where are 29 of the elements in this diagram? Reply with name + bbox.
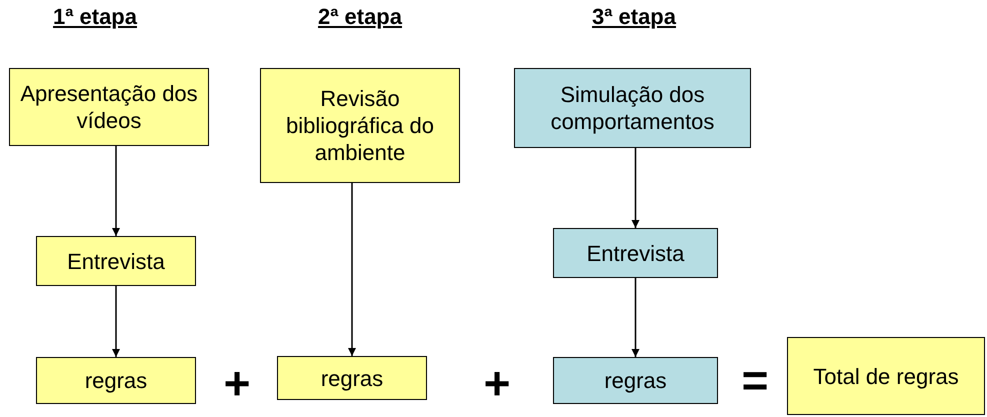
process-box [277,356,427,400]
operator-sign: + [484,358,510,408]
stage-heading: 1ª etapa [53,4,137,30]
box-text: Entrevista [67,248,165,274]
box-text: Revisão bibliográfica do ambiente [286,86,434,165]
box-text: regras [320,366,384,390]
process-box [9,68,209,146]
arrow [112,146,120,236]
arrow [348,183,356,356]
box-text: regras [604,368,667,393]
process-box [553,357,718,404]
box-text: Total de regras [813,364,959,388]
arrow [632,148,640,228]
box-text: regras [84,368,148,393]
process-box [787,337,985,415]
process-box [514,68,751,148]
arrow [112,286,120,357]
box-text: Entrevista [586,240,684,266]
box-text: Simulação dos comportamentos [550,82,714,134]
process-box [260,68,460,183]
stage-heading: 3ª etapa [592,4,676,30]
arrow [632,278,640,357]
stage-heading: 2ª etapa [318,4,402,30]
operator-sign: = [742,355,768,405]
process-box [553,228,718,278]
operator-sign: + [224,358,250,408]
box-text: Apresentação dos vídeos [20,81,198,133]
process-box [36,357,196,404]
process-box [36,236,196,286]
